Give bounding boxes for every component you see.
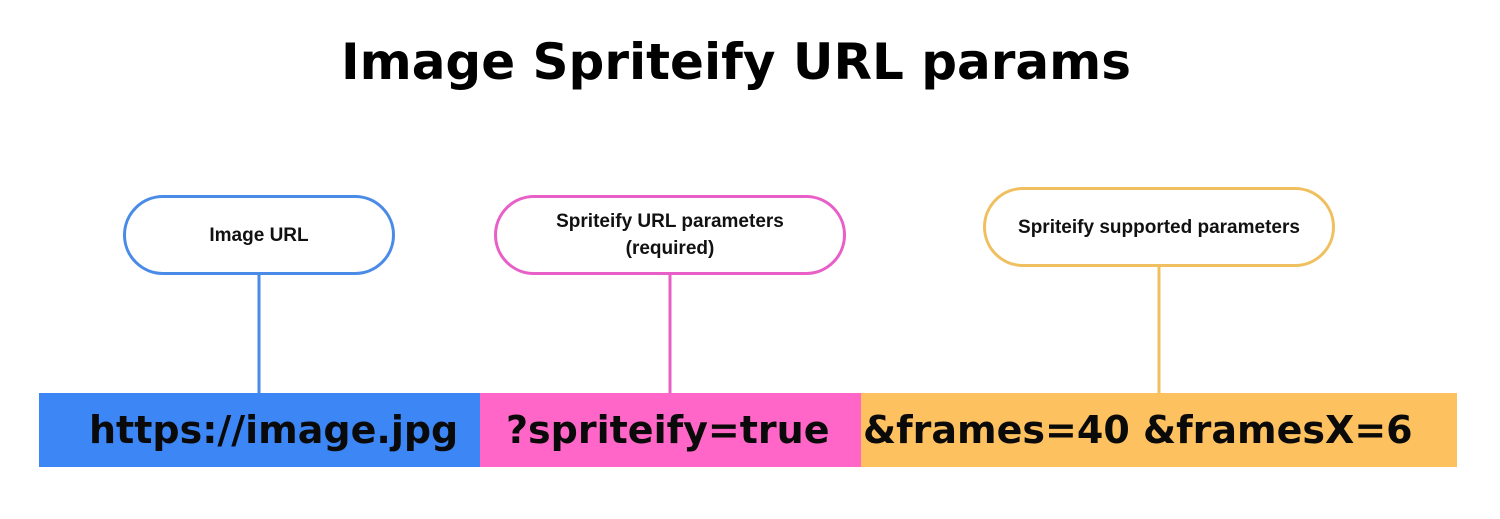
url-segment-supported-params-text: &frames=40 &framesX=6 (863, 408, 1413, 452)
url-segment-image-url-text: https://image.jpg (89, 408, 459, 452)
url-segment-supported-params: &frames=40 &framesX=6 (861, 393, 1457, 467)
diagram-title: Image Spriteify URL params (340, 33, 1131, 91)
callout-spriteify-supported-parameters-label: Spriteify supported parameters (1018, 216, 1300, 238)
callout-spriteify-supported-parameters: Spriteify supported parameters (983, 187, 1335, 267)
url-bar: https://image.jpg ?spriteify=true &frame… (39, 393, 1457, 467)
callout-image-url: Image URL (123, 195, 395, 275)
url-segment-spriteify-param-text: ?spriteify=true (506, 408, 830, 452)
url-segment-image-url: https://image.jpg (39, 393, 480, 467)
callout-image-url-label: Image URL (209, 224, 309, 246)
callout-spriteify-url-parameters: Spriteify URL parameters (required) (494, 195, 846, 275)
url-segment-spriteify-param: ?spriteify=true (480, 393, 861, 467)
callout-spriteify-url-parameters-label: Spriteify URL parameters (required) (556, 211, 784, 259)
